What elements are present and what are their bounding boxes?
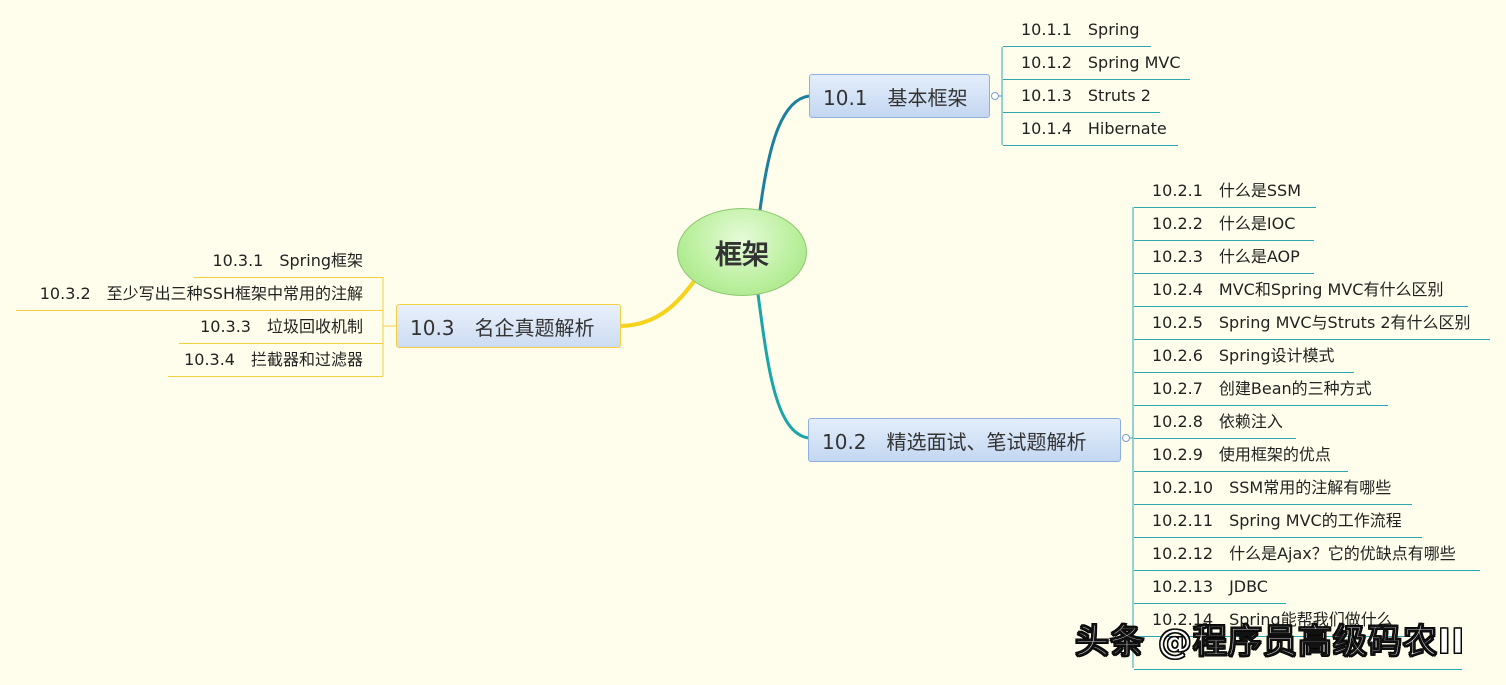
collapse-toggle-icon[interactable] (991, 92, 999, 100)
connector-root-t3 (620, 278, 697, 328)
connector-root-t2 (756, 293, 809, 440)
subtopic-item[interactable]: 10.2.12 什么是Ajax？它的优缺点有哪些 (1134, 539, 1480, 571)
subtopic-item[interactable]: 10.2.3 什么是AOP (1134, 242, 1314, 274)
subtopic-item[interactable] (1134, 638, 1462, 670)
subtopic-item[interactable]: 10.2.1 什么是SSM (1134, 176, 1316, 208)
connector-root-t1 (758, 94, 810, 211)
subtopic-item[interactable]: 10.2.6 Spring设计模式 (1134, 341, 1354, 373)
subtopic-item[interactable]: 10.3.3 垃圾回收机制 (179, 312, 383, 344)
topic-selected-interview-questions[interactable]: 10.2 精选面试、笔试题解析 (808, 418, 1121, 462)
subtopic-item[interactable]: 10.3.4 拦截器和过滤器 (168, 345, 383, 377)
subtopic-item[interactable]: 10.1.3 Struts 2 (1003, 81, 1160, 113)
subtopic-item[interactable]: 10.3.2 至少写出三种SSH框架中常用的注解 (16, 279, 383, 311)
collapse-toggle-icon[interactable] (1122, 434, 1130, 442)
subtopic-item[interactable]: 10.1.4 Hibernate (1003, 114, 1178, 146)
subtopic-item[interactable]: 10.1.1 Spring (1003, 15, 1151, 47)
root-node[interactable]: 框架 (677, 208, 807, 296)
subtopic-item[interactable]: 10.2.2 什么是IOC (1134, 209, 1314, 241)
subtopic-item[interactable]: 10.2.5 Spring MVC与Struts 2有什么区别 (1134, 308, 1490, 340)
subtopic-item[interactable]: 10.2.10 SSM常用的注解有哪些 (1134, 473, 1412, 505)
subtopic-item[interactable]: 10.2.9 使用框架的优点 (1134, 440, 1348, 472)
topic-basic-frameworks[interactable]: 10.1 基本框架 (809, 74, 990, 118)
watermark-text: 头条 @程序员高级码农II (1074, 622, 1466, 663)
subtopic-item[interactable]: 10.2.8 依赖注入 (1134, 407, 1296, 439)
subtopic-item[interactable]: 10.2.13 JDBC (1134, 572, 1286, 604)
subtopic-item[interactable]: 10.1.2 Spring MVC (1003, 48, 1190, 80)
subtopic-item[interactable]: 10.3.1 Spring框架 (194, 246, 383, 278)
topic-famous-company-questions[interactable]: 10.3 名企真题解析 (396, 304, 621, 348)
subtopic-item[interactable]: 10.2.7 创建Bean的三种方式 (1134, 374, 1388, 406)
subtopic-item[interactable]: 10.2.14 Spring能帮我们做什么 (1134, 605, 1414, 637)
subtopic-item[interactable]: 10.2.4 MVC和Spring MVC有什么区别 (1134, 275, 1468, 307)
subtopic-item[interactable]: 10.2.11 Spring MVC的工作流程 (1134, 506, 1422, 538)
